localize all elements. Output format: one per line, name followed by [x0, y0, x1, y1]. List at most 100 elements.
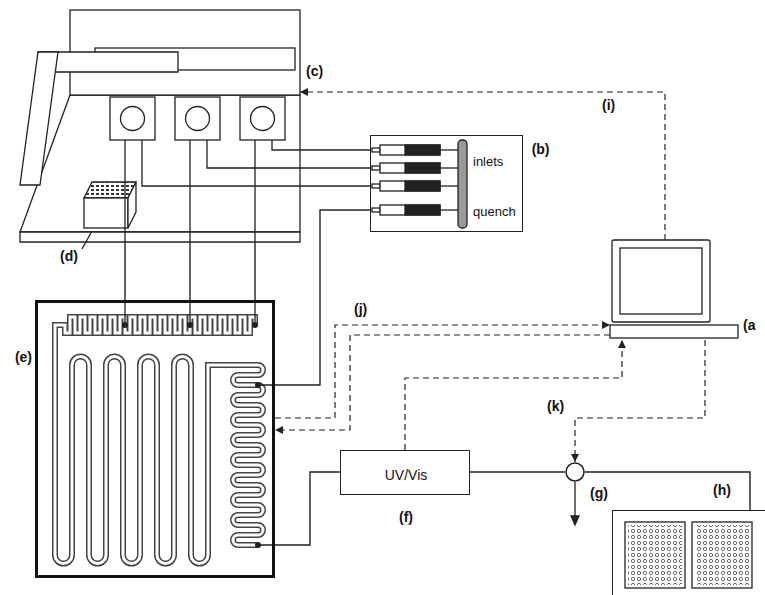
plunger-rod — [440, 149, 458, 150]
signal-label: (j) — [352, 301, 369, 317]
rack-top — [84, 182, 136, 198]
syringe-tip — [372, 208, 380, 212]
callout-letter: (c) — [306, 63, 323, 79]
plunger-rod — [440, 185, 458, 186]
rack-front — [84, 198, 128, 228]
quench-line — [275, 210, 370, 385]
syringe-barrel — [380, 181, 440, 191]
callout-letter: (h) — [713, 482, 731, 498]
data-signal — [405, 340, 622, 450]
signal-label: (i) — [600, 97, 617, 113]
text-holder: (h) — [713, 481, 731, 499]
tubing-line — [300, 185, 370, 186]
syringe-drawing — [372, 140, 467, 228]
monitor — [612, 240, 710, 322]
tubing-line — [189, 245, 190, 300]
syringe-tip — [372, 184, 380, 188]
syringe-barrel — [380, 205, 440, 215]
pump-label: quench — [473, 204, 516, 220]
valve-rotor — [186, 107, 210, 131]
callout-letter: (e) — [15, 349, 32, 365]
valve-block — [110, 97, 155, 140]
syringe-barrel — [380, 145, 440, 155]
well-plate — [625, 522, 685, 588]
text-holder: (b) — [532, 140, 550, 158]
text-holder: (a — [743, 316, 755, 334]
valve-circle — [566, 463, 584, 481]
computer-drawing — [610, 240, 738, 338]
chip-tubing — [125, 300, 275, 545]
monitor-screen — [620, 248, 702, 314]
detector-label: UV/Vis — [385, 467, 428, 483]
microreactor-chip: (e) — [35, 300, 275, 578]
text-holder: (d) — [60, 247, 78, 265]
tubing-line — [254, 245, 255, 300]
control-signal — [275, 335, 610, 430]
control-signal — [300, 92, 665, 240]
valve-rotor — [121, 107, 145, 131]
chip-drawing — [55, 300, 275, 564]
deck-edge — [20, 232, 300, 242]
syringe-plunger — [405, 205, 440, 215]
autosampler-drawing — [20, 10, 300, 249]
outlet-port — [255, 542, 261, 548]
channel-outline — [55, 317, 263, 564]
selector-valve: (g) — [565, 462, 585, 482]
text-holder: (i) — [600, 96, 617, 114]
well-grid — [628, 525, 682, 585]
syringe-plunger — [405, 163, 440, 173]
text-holder: (j) — [352, 300, 369, 318]
valve-block — [240, 97, 285, 140]
computer-base — [610, 325, 738, 338]
tubing-line — [470, 471, 565, 472]
control-signal — [275, 325, 610, 418]
waste-line — [574, 482, 575, 517]
collector-drawing — [571, 482, 752, 588]
syringe-plunger — [405, 181, 440, 191]
tubing-line — [585, 472, 750, 510]
tubing-line — [300, 149, 370, 150]
text-holder: (f) — [399, 508, 413, 526]
gantry-arm — [38, 52, 178, 72]
well-plate-collector: (h) — [612, 510, 765, 595]
text-holder: quench — [473, 202, 516, 220]
sampler-deck — [20, 95, 300, 232]
pump-label: inlets — [473, 154, 503, 170]
callout-letter: (d) — [60, 248, 78, 264]
text-holder: (g) — [590, 484, 608, 502]
autosampler-unit: (c) — [15, 5, 300, 245]
internal-tubing — [125, 140, 300, 245]
text-holder: (e) — [15, 348, 32, 366]
syringe-plunger — [405, 145, 440, 155]
control-signal — [575, 340, 705, 462]
tubing-line — [300, 167, 370, 168]
syringe-tip — [372, 148, 380, 152]
pusher-bar — [458, 140, 467, 228]
valve-block — [175, 97, 220, 140]
syringe-pump-box: inletsquench(b) — [370, 135, 523, 232]
gantry-post — [20, 52, 58, 185]
uv-vis-detector: UV/Vis(f) — [340, 450, 470, 495]
plunger-rod — [440, 167, 458, 168]
control-computer: (a — [610, 240, 738, 340]
callout-letter: (f) — [399, 509, 413, 525]
well-grid — [695, 525, 749, 585]
signal-label: (k) — [545, 398, 566, 414]
text-holder: UV/Vis — [385, 466, 428, 484]
syringe-tip — [372, 166, 380, 170]
inlet-port — [122, 322, 128, 328]
quench-port — [255, 382, 261, 388]
inlet-port — [252, 322, 258, 328]
rack-side — [128, 182, 136, 228]
tubing-line — [124, 245, 125, 300]
text-holder: (c) — [306, 62, 323, 80]
callout-letter: (g) — [590, 485, 608, 501]
leader-line — [82, 231, 92, 249]
tubing-line — [275, 472, 340, 545]
text-holder: (k) — [545, 397, 566, 415]
well-plate — [692, 522, 752, 588]
callout-letter: (b) — [532, 141, 550, 157]
channel-inner — [55, 317, 263, 564]
